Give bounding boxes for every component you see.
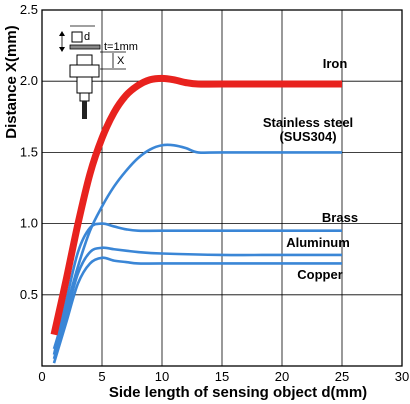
x-label: X [117,55,125,67]
y-tick-label: 1.5 [20,144,38,159]
series-line-iron [50,74,342,336]
x-tick-label: 5 [98,369,105,384]
series-label-aluminum: Aluminum [286,235,350,250]
series-label-brass: Brass [322,210,358,225]
x-tick-label: 0 [38,369,45,384]
series-line-stainless-steel [52,143,342,350]
sensor-nut [69,64,100,78]
d-label: d [84,31,90,43]
series-label-copper: Copper [297,267,343,282]
x-tick-label: 15 [215,369,229,384]
tick-labels: 0 5 10 15 20 25 30 0.5 1.0 1.5 2.0 2.5 [20,2,409,384]
y-axis-title: Distance X(mm) [3,25,20,138]
grid [42,10,402,366]
t-arrow-down [59,47,65,52]
target-square [71,31,83,43]
sensor-body [76,76,93,94]
t-arrow-up [59,31,65,36]
t-label: t=1mm [104,41,138,53]
y-tick-label: 2.5 [20,2,38,17]
x-tick-label: 20 [275,369,289,384]
series-line-brass [52,222,342,355]
series-line-aluminum [52,246,342,360]
plot-frame [41,9,403,367]
x-axis-title: Side length of sensing object d(mm) [109,384,367,401]
sensor-head [76,54,93,66]
x-tick-label: 10 [155,369,169,384]
x-tick-label: 25 [335,369,349,384]
y-tick-label: 2.0 [20,73,38,88]
series-label-iron: Iron [323,56,348,71]
series-line-copper [52,256,342,364]
y-tick-label: 0.5 [20,287,38,302]
series-group [50,74,342,364]
sensor-tail [79,92,90,102]
sensor-cable [82,101,87,119]
series-label-stainless-steel: Stainless steel(SUS304) [263,115,353,144]
sensor-diagram: d t=1mm X [59,25,138,119]
target-plate [69,44,101,50]
x-tick-label: 30 [395,369,409,384]
y-tick-label: 1.0 [20,216,38,231]
